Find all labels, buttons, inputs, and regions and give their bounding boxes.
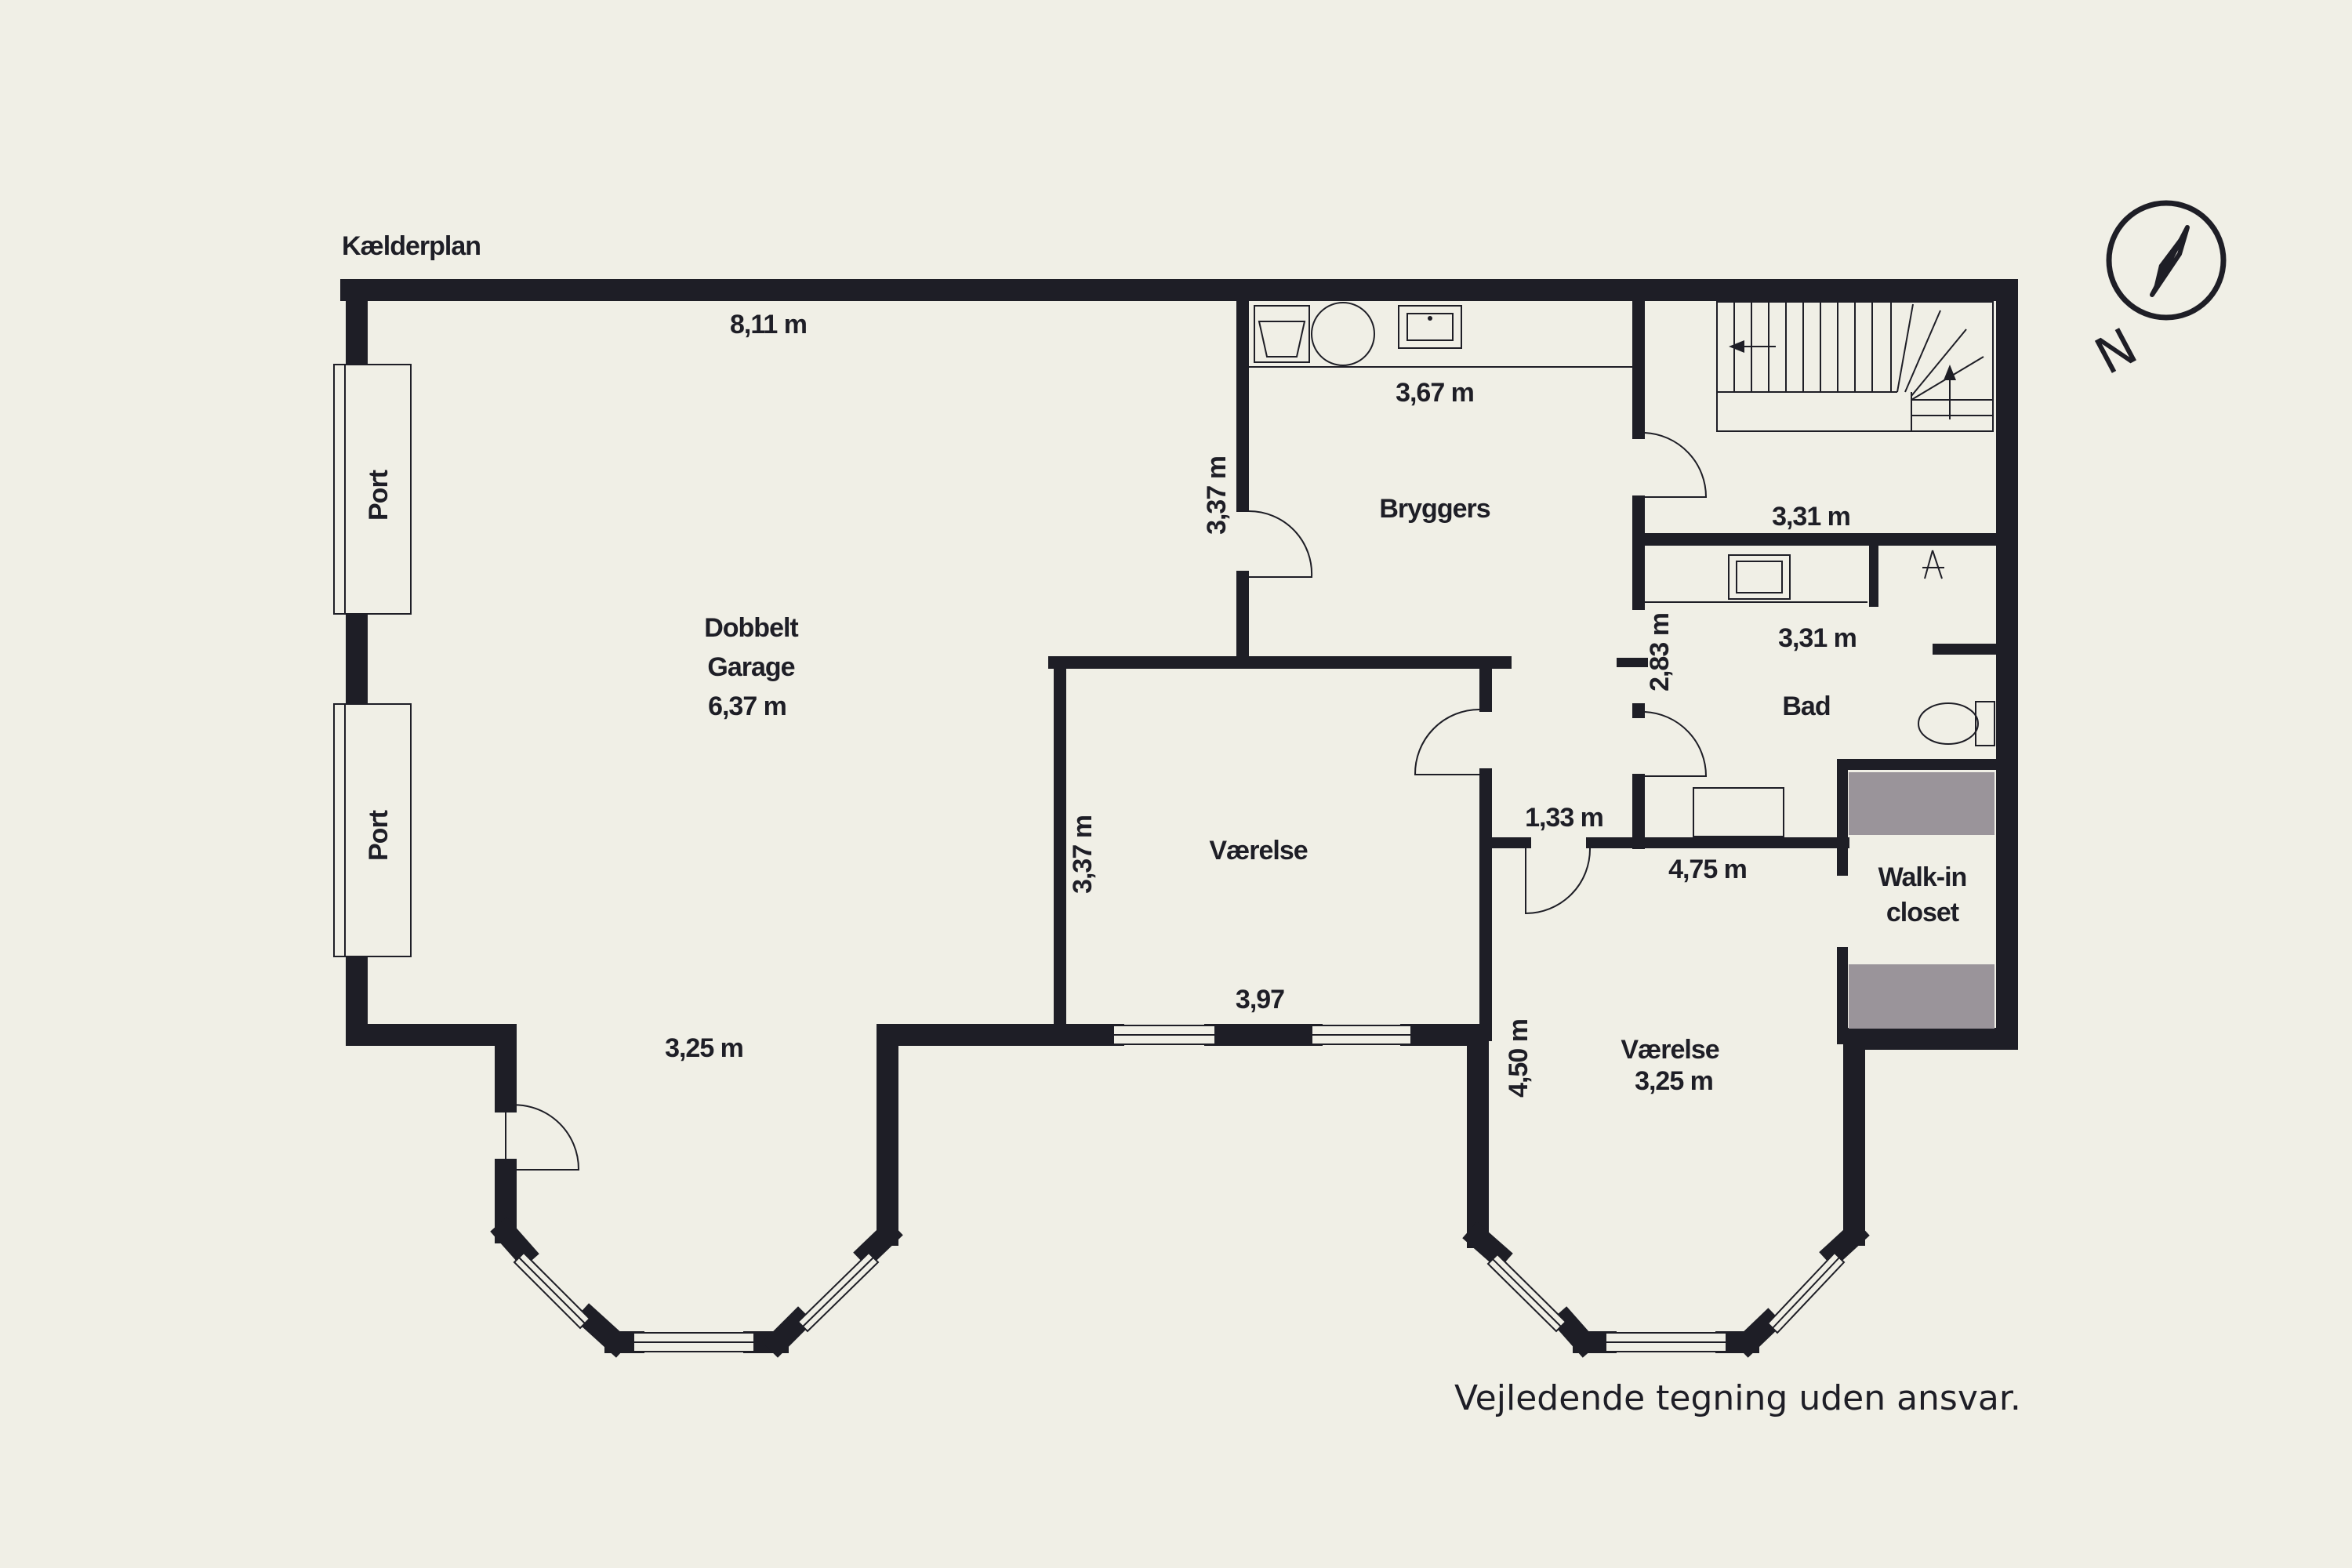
plan-title: Kælderplan (342, 231, 481, 261)
stair-width-label: 3,31 m (1772, 502, 1850, 532)
exterior-walls (340, 279, 2018, 1358)
vaerelse1-height-label: 3,37 m (1068, 815, 1098, 894)
garage-ports: Port Port (333, 364, 412, 957)
port-label-2: Port (364, 810, 394, 861)
vaerelse2-width-label: 4,75 m (1668, 855, 1747, 884)
bryggers-fixtures (1249, 302, 1632, 368)
hall-width-label: 1,33 m (1525, 803, 1603, 833)
staircase (1716, 301, 1994, 432)
bryggers-name: Bryggers (1379, 494, 1490, 524)
garage-bottom-label: 3,25 m (665, 1033, 743, 1063)
disclaimer: Vejledende tegning uden ansvar. (1454, 1378, 2021, 1418)
vaerelse2-size-label: 3,25 m (1635, 1066, 1713, 1096)
door-swings (505, 432, 1708, 1171)
garage-size-label: 6,37 m (708, 691, 786, 721)
walkin-name-line2: closet (1886, 898, 1959, 927)
port-label-1: Port (364, 470, 394, 521)
compass-icon: N (2086, 200, 2227, 387)
room-labels: 8,11 m Dobbelt Garage 6,37 m 3,25 m 3,67… (665, 310, 1967, 1098)
bryggers-width-label: 3,67 m (1396, 378, 1474, 408)
garage-name-line1: Dobbelt (704, 613, 798, 643)
vaerelse1-name: Værelse (1209, 836, 1307, 866)
walkin-name-line1: Walk-in (1878, 862, 1967, 892)
vaerelse2-name: Værelse (1621, 1035, 1719, 1065)
bad-height-label: 2,83 m (1645, 613, 1675, 691)
bryggers-height-label: 3,37 m (1202, 456, 1232, 535)
closet-shelf-bottom (1849, 964, 1994, 1029)
bad-name: Bad (1782, 691, 1830, 721)
windows (513, 1025, 1846, 1352)
garage-width-label: 8,11 m (730, 310, 807, 339)
garage-name-line2: Garage (707, 652, 794, 682)
interior-walls (1048, 284, 2007, 1044)
compass-north-label: N (2086, 318, 2147, 387)
vaerelse1-width-label: 3,97 (1236, 985, 1284, 1014)
bad-width-label: 3,31 m (1778, 623, 1857, 653)
bad-fixtures (1645, 550, 1995, 837)
vaerelse2-height-label: 4,50 m (1504, 1019, 1534, 1098)
closet-shelf-top (1849, 772, 1994, 835)
